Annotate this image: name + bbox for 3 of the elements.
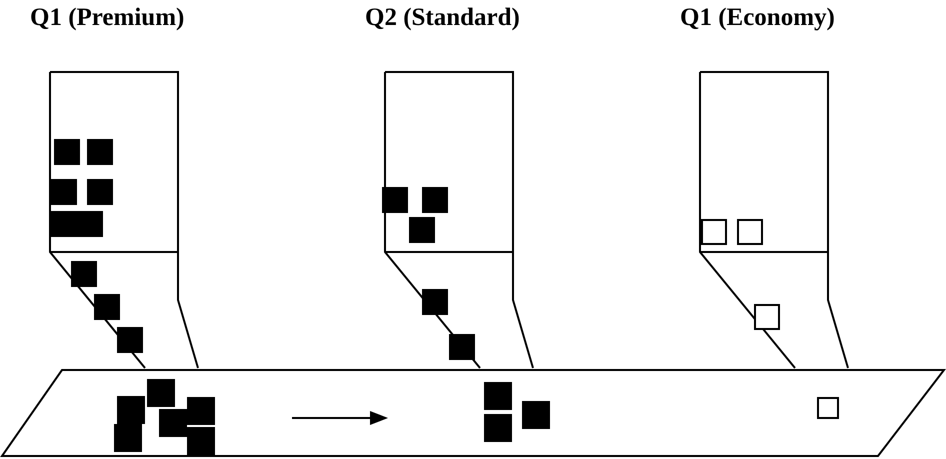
queue-heading: Q1 (Premium) <box>30 4 186 32</box>
queue-heading: Q2 (Standard) <box>365 4 521 32</box>
queue-heading: Q1 (Economy) <box>680 4 836 32</box>
